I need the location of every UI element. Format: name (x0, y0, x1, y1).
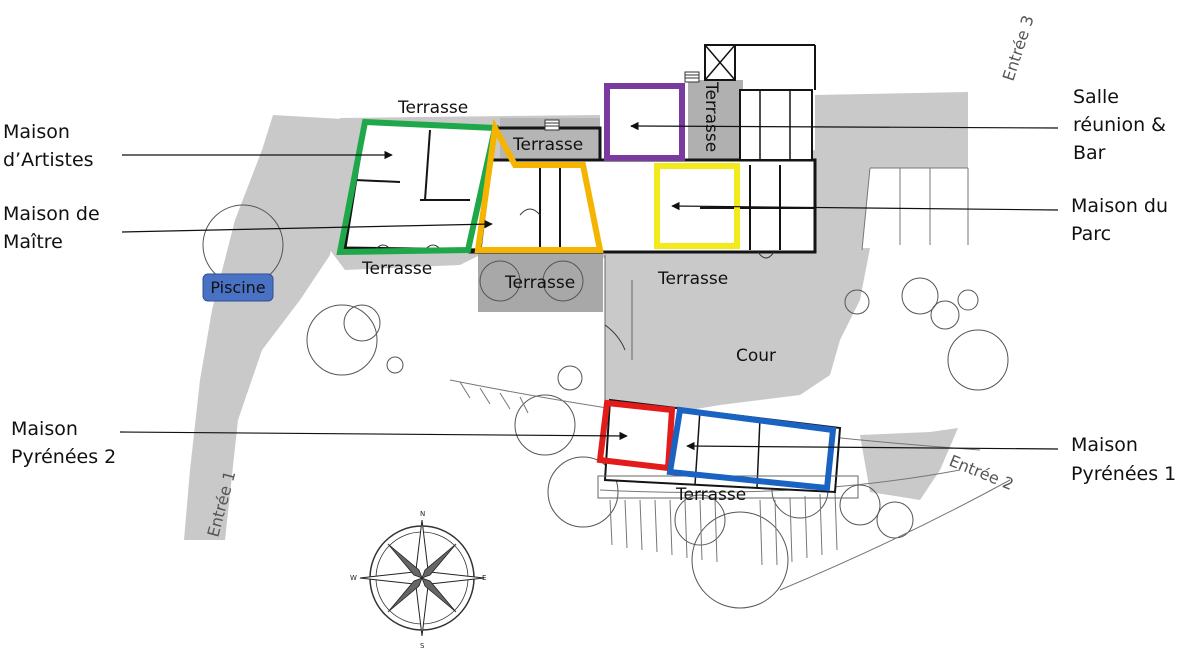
arrow-maison-pyrenees-2 (119, 431, 628, 441)
tree-icon (901, 277, 939, 315)
label-maison-pyrenees-1-1: Maison (1071, 434, 1138, 456)
compass-w: W (350, 574, 357, 582)
label-terrasse-south: Terrasse (504, 273, 575, 293)
tree-icon (844, 289, 870, 315)
arrow-salle-reunion (630, 121, 1059, 131)
label-salle-reunion-3: Bar (1073, 142, 1106, 164)
arrow-maison-pyrenees-1 (686, 441, 1059, 451)
tree-icon (547, 456, 619, 528)
ground-left-path (184, 115, 360, 540)
area-labels: Terrasse Terrasse Terrasse Terrasse Terr… (361, 81, 776, 505)
label-maison-artistes-2: d’Artistes (3, 149, 94, 171)
tree-icon (514, 394, 576, 456)
leader-lines (119, 121, 1059, 451)
tree-icon (306, 304, 378, 376)
trees (202, 204, 1009, 609)
label-terrasse-north-2: Terrasse (512, 135, 583, 155)
label-maison-artistes-1: Maison (3, 121, 70, 143)
tree-icon (343, 304, 381, 342)
label-maison-pyrenees-2-1: Maison (11, 418, 78, 440)
label-terrasse-east: Terrasse (657, 269, 728, 289)
outline-maison-artistes (336, 118, 499, 256)
label-maison-pyrenees-1-2: Pyrénées 1 (1071, 463, 1176, 485)
stair-icon (544, 71, 700, 131)
tree-icon (839, 484, 881, 526)
building-outlines (336, 83, 837, 492)
compass-rose-icon: N S E W (350, 510, 486, 650)
label-maison-maitre-1: Maison de (3, 203, 100, 225)
ground-courtyard (605, 248, 870, 410)
tree-icon (386, 356, 404, 374)
outline-salle-reunion (604, 83, 685, 161)
label-terrasse-north-1: Terrasse (397, 98, 468, 118)
arrow-maison-maitre (121, 219, 493, 233)
label-maison-parc-2: Parc (1071, 223, 1111, 245)
terrace-shadow-south (478, 252, 603, 312)
compass-e: E (482, 574, 486, 582)
label-terrasse-tower: Terrasse (701, 81, 721, 152)
label-terrasse-west: Terrasse (361, 259, 432, 279)
tree-icon (674, 494, 726, 546)
tree-icon (876, 501, 914, 539)
label-maison-parc-1: Maison du (1071, 195, 1168, 217)
label-cour: Cour (736, 346, 776, 366)
label-terrasse-pyrenees: Terrasse (675, 485, 746, 505)
label-salle-reunion-1: Salle (1073, 86, 1119, 108)
compass-s: S (420, 642, 425, 650)
label-entree-3: Entrée 3 (999, 13, 1038, 83)
piscine-badge: Piscine (202, 273, 274, 302)
outline-maison-pyrenees-1 (666, 406, 837, 492)
outline-maison-parc (654, 163, 740, 249)
arrow-maison-parc (671, 201, 1059, 211)
tree-icon (479, 260, 521, 302)
label-piscine: Piscine (210, 278, 265, 297)
tower-shadow (688, 80, 743, 165)
tree-icon (691, 511, 789, 609)
label-salle-reunion-2: réunion & (1073, 114, 1166, 136)
label-entree-2: Entrée 2 (947, 451, 1017, 494)
compass-n: N (420, 510, 425, 518)
tree-icon (957, 289, 979, 311)
tree-icon (930, 300, 960, 330)
building-labels: Maison d’Artistes Maison de Maître Salle… (3, 86, 1176, 485)
south-slope-hatching (449, 379, 1011, 591)
tree-icon (947, 329, 1009, 391)
tree-icon (557, 365, 583, 391)
tree-icon (542, 260, 584, 302)
label-maison-maitre-2: Maître (3, 231, 63, 253)
ground-right-strip (860, 428, 958, 500)
label-maison-pyrenees-2-2: Pyrénées 2 (11, 446, 116, 468)
outline-maison-maitre (474, 118, 604, 253)
